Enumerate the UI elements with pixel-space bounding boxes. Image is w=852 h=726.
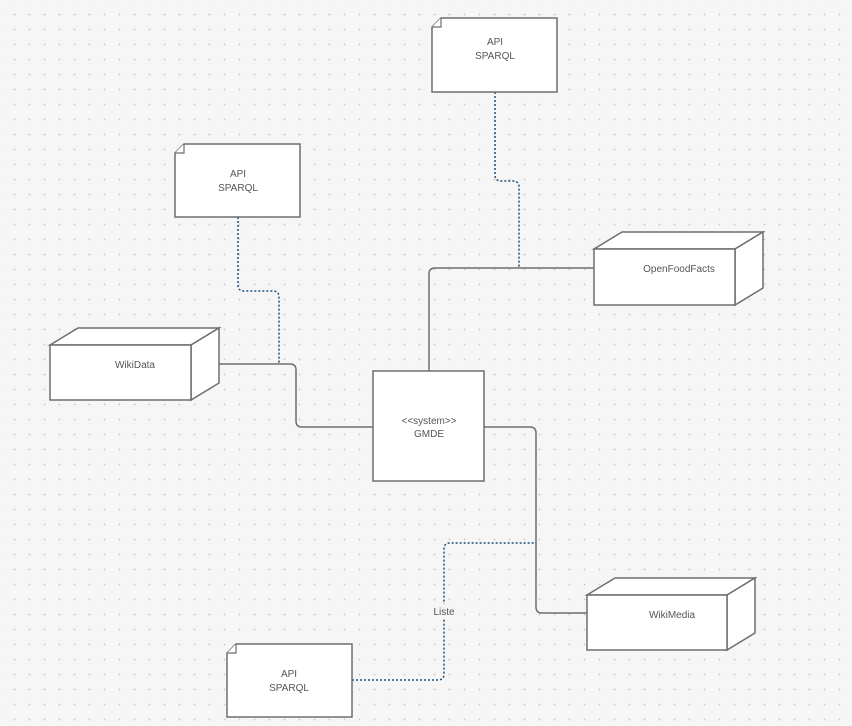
edge-wikidata-gmde[interactable] [219, 363, 373, 428]
edge-gmde-openfoodfacts[interactable] [428, 267, 594, 371]
edge-api-top-to-link[interactable] [494, 92, 520, 268]
node-openfoodfacts[interactable]: OpenFoodFacts [591, 230, 766, 307]
node-wikimedia[interactable]: WikiMedia [584, 576, 758, 652]
edge-api-left-to-link[interactable] [237, 217, 280, 364]
node-label: WikiMedia [649, 610, 696, 621]
artifact-api-sparql-left[interactable]: API SPARQL [174, 143, 301, 218]
edge-label-liste: Liste [433, 607, 455, 618]
node-label: WikiData [115, 360, 155, 371]
artifact-api-sparql-top[interactable]: API SPARQL [431, 17, 558, 93]
artifact-label-line2: SPARQL [269, 683, 309, 694]
system-stereotype: <<system>> [401, 416, 456, 427]
artifact-label-line1: API [281, 669, 297, 680]
node-wikidata[interactable]: WikiData [47, 326, 222, 402]
association-lines [219, 267, 594, 614]
edge-gmde-wikimedia[interactable] [484, 426, 587, 614]
artifact-label-line2: SPARQL [218, 183, 258, 194]
system-gmde[interactable]: <<system>> GMDE [372, 370, 485, 482]
artifact-api-sparql-bottom[interactable]: API SPARQL [226, 643, 353, 718]
node-label: OpenFoodFacts [643, 264, 715, 275]
artifact-label-line2: SPARQL [475, 51, 515, 62]
artifact-label-line1: API [230, 169, 246, 180]
edge-label-bg [428, 604, 460, 618]
artifact-label-line1: API [487, 37, 503, 48]
system-name: GMDE [414, 429, 444, 440]
